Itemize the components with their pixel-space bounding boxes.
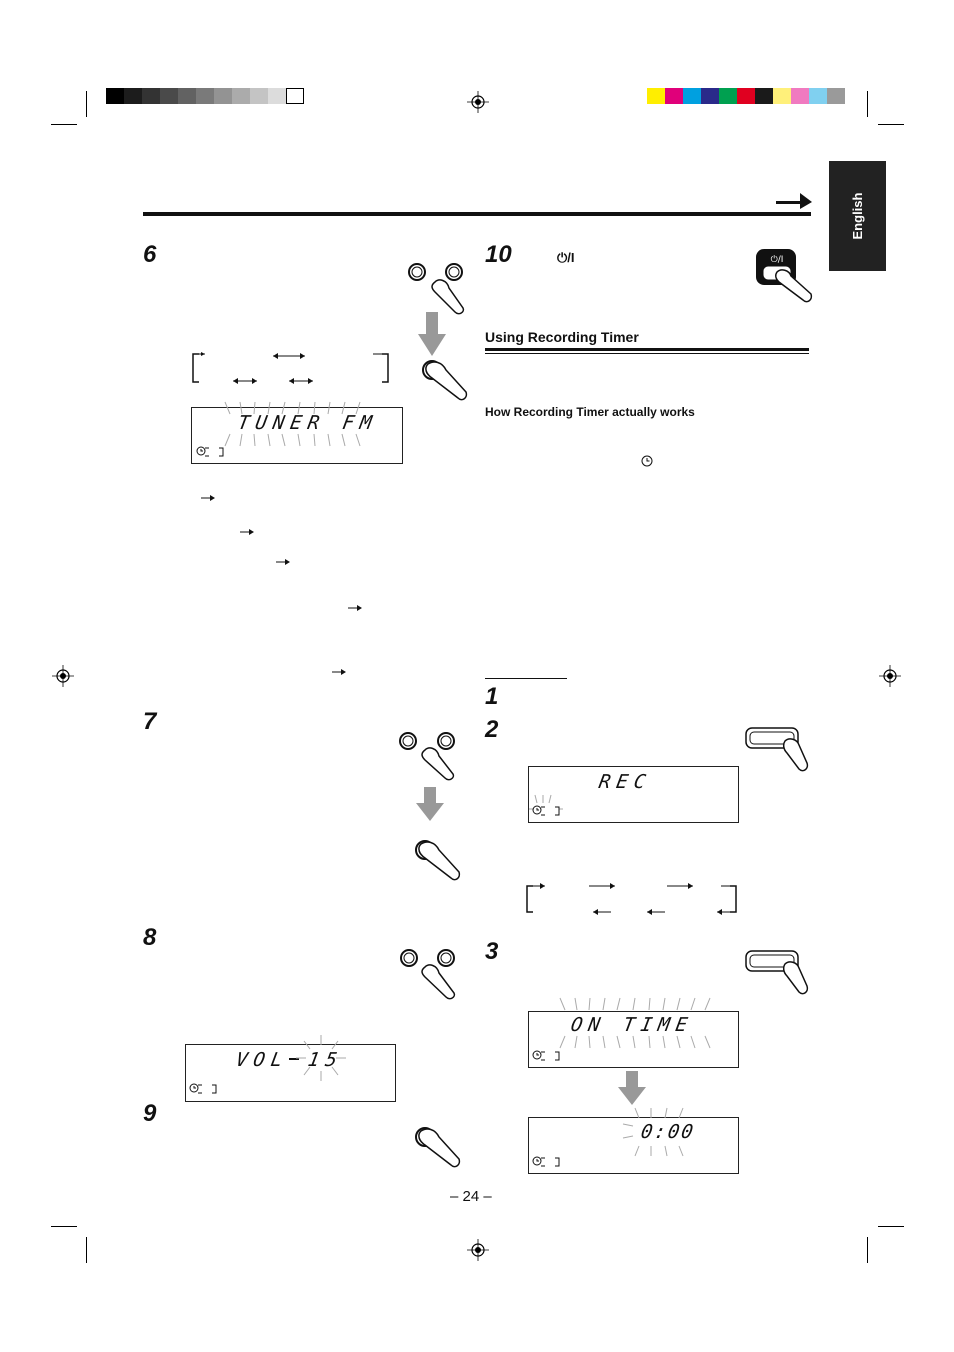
continue-arrow-icon [776,193,812,209]
lcd-vol-dash [289,1058,299,1060]
color-swatch [142,88,160,104]
procedure-rule [485,678,567,679]
timer-indicator-icon [532,1156,560,1167]
timer-indicator-icon [532,805,560,816]
registration-mark-icon [467,1239,489,1261]
timer-indicator-icon [196,446,224,457]
crop-mark [878,124,904,125]
lcd-display-volume: VOL 15 [185,1035,396,1102]
language-tab: English [829,161,886,271]
color-swatch [809,88,827,104]
arrow-right-icon [240,529,254,535]
subheading: How Recording Timer actually works [485,405,695,419]
arrow-right-icon [201,495,215,501]
color-swatch [268,88,286,104]
color-swatch [755,88,773,104]
lcd-display-tuner: TUNER FM [191,401,403,464]
step-6-number: 6 [143,241,157,268]
crop-mark [51,1226,77,1227]
timer-button-icon[interactable] [745,950,809,998]
crop-mark [878,1226,904,1227]
color-swatch [827,88,845,104]
lcd-vol-text: VOL [234,1049,291,1071]
color-swatch [791,88,809,104]
color-swatch [286,88,304,104]
up-down-buttons-icon[interactable] [398,947,458,1000]
color-swatch [773,88,791,104]
lcd-rec-text: REC [597,771,654,793]
color-swatch [160,88,178,104]
up-down-buttons-icon[interactable] [397,730,457,781]
step-10-number: 10 [485,241,512,268]
heading-rule [485,348,809,351]
finger-press-icon[interactable] [413,1125,463,1171]
lcd-on-time-text: ON TIME [569,1014,696,1036]
flash-burst-icon [622,1107,684,1157]
color-swatch [214,88,232,104]
color-swatch [124,88,142,104]
color-swatch [196,88,214,104]
color-swatch [232,88,250,104]
crop-mark [86,1237,87,1263]
timer-button-icon[interactable] [745,727,809,775]
language-tab-label: English [850,192,865,240]
rec-step-2-number: 2 [485,716,499,743]
power-button-icon[interactable]: ⏻/I [755,248,813,304]
color-swatch [701,88,719,104]
finger-press-icon[interactable] [413,838,463,884]
mode-cycle-diagram [526,883,737,915]
section-heading: Using Recording Timer [485,329,639,345]
crop-mark [867,1237,868,1263]
step-9-number: 9 [143,1100,157,1127]
up-down-buttons-icon[interactable] [405,260,465,320]
color-swatch [665,88,683,104]
color-swatch [683,88,701,104]
top-rule [143,212,811,216]
arrow-down-icon [618,1071,646,1105]
flash-burst-icon [529,794,563,810]
color-swatch [737,88,755,104]
svg-text:⏻/I: ⏻/I [771,254,784,265]
flash-burst-icon [296,1035,346,1081]
arrow-right-icon [348,605,362,611]
lcd-display-time: 0:00 [528,1107,739,1174]
registration-mark-icon [52,665,74,687]
color-swatch [250,88,268,104]
registration-mark-icon [879,665,901,687]
crop-mark [86,91,87,117]
timer-indicator-icon [532,1050,560,1061]
color-swatch [106,88,124,104]
clock-icon [641,455,653,467]
source-cycle-diagram [192,352,389,384]
heading-rule-thin [485,353,809,354]
lcd-display-on-time: ON TIME [528,997,739,1068]
finger-press-icon[interactable] [420,358,470,404]
rec-step-1-number: 1 [485,683,499,710]
lcd-time-text: 0:00 [639,1121,697,1143]
crop-mark [867,91,868,117]
power-symbol-label: ⏻/I [557,250,575,265]
arrow-right-icon [276,559,290,565]
flash-burst-icon [559,997,711,1049]
timer-indicator-icon [189,1083,217,1094]
arrow-down-icon [418,312,446,356]
step-7-number: 7 [143,708,157,735]
color-swatch [719,88,737,104]
color-swatch [647,88,665,104]
arrow-right-icon [332,669,346,675]
registration-mark-icon [467,91,489,113]
lcd-display-rec: REC [528,766,739,823]
arrow-down-icon [416,787,444,821]
rec-step-3-number: 3 [485,938,499,965]
lcd-vol-value: 15 [306,1049,345,1071]
flash-burst-icon [224,401,361,447]
color-swatch [178,88,196,104]
step-8-number: 8 [143,924,157,951]
lcd-tuner-text: TUNER FM [236,412,380,434]
crop-mark [51,124,77,125]
page-number: – 24 – [450,1188,492,1205]
